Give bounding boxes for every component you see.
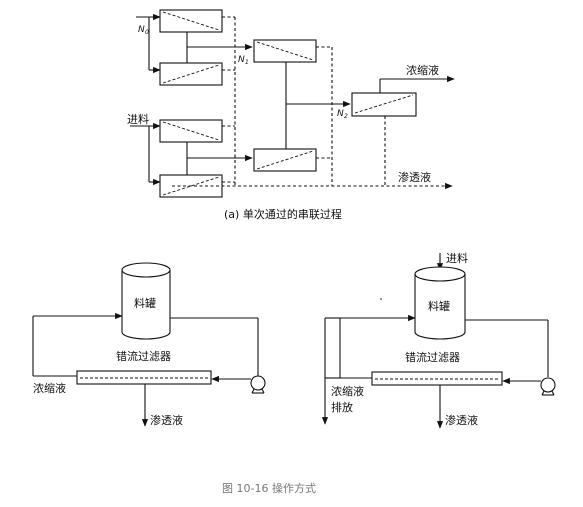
label-n1-sub: 1 — [245, 59, 249, 66]
feed-and-bleed-diagram: 进料 料罐 错流过滤器 浓缩液 排 — [321, 251, 556, 429]
batch-recirculation-diagram: 料罐 错流过滤器 浓缩液 渗透液 — [32, 262, 266, 427]
filter-label: 错流过滤器 — [405, 350, 460, 364]
permeate-label: 渗透液 — [150, 413, 183, 427]
filter-label: 错流过滤器 — [116, 349, 171, 363]
tank-label: 料罐 — [134, 296, 156, 310]
membrane-module-3 — [159, 119, 223, 143]
feed-tank — [414, 266, 466, 340]
figure-caption: 图 10-16 操作方式 — [222, 481, 316, 495]
concentrate-label: 浓缩液 — [33, 381, 66, 395]
label-n2-sub: 2 — [344, 113, 348, 120]
crossflow-filter — [371, 371, 503, 386]
pump — [250, 375, 266, 394]
tank-label: 料罐 — [428, 299, 450, 313]
pump — [540, 377, 556, 396]
permeate-label: 渗透液 — [398, 170, 431, 184]
membrane-module-1 — [159, 9, 223, 33]
label-n1: N — [238, 55, 245, 65]
feed-label: 进料 — [446, 251, 468, 265]
label-n2: N — [337, 109, 344, 119]
permeate-label: 渗透液 — [445, 413, 478, 427]
label-n0: N — [138, 25, 145, 35]
concentrate-label: 浓缩液 — [331, 384, 364, 398]
concentrate-label: 浓缩液 — [406, 63, 439, 77]
membrane-module-6 — [253, 148, 317, 172]
membrane-module-5 — [253, 39, 317, 63]
diagram-a-caption: (a) 单次通过的串联过程 — [224, 207, 342, 221]
discharge-label: 排放 — [331, 400, 353, 414]
membrane-module-2 — [159, 62, 223, 86]
label-n0-sub: 0 — [145, 29, 149, 36]
membrane-module-7 — [351, 92, 417, 117]
series-process-diagram: N 0 N 1 N 2 进料 浓缩液 渗透液 (a) 单次通过的串联过程 — [127, 9, 455, 221]
feed-tank — [121, 262, 171, 340]
feed-label: 进料 — [127, 112, 149, 126]
crossflow-filter — [76, 370, 212, 385]
